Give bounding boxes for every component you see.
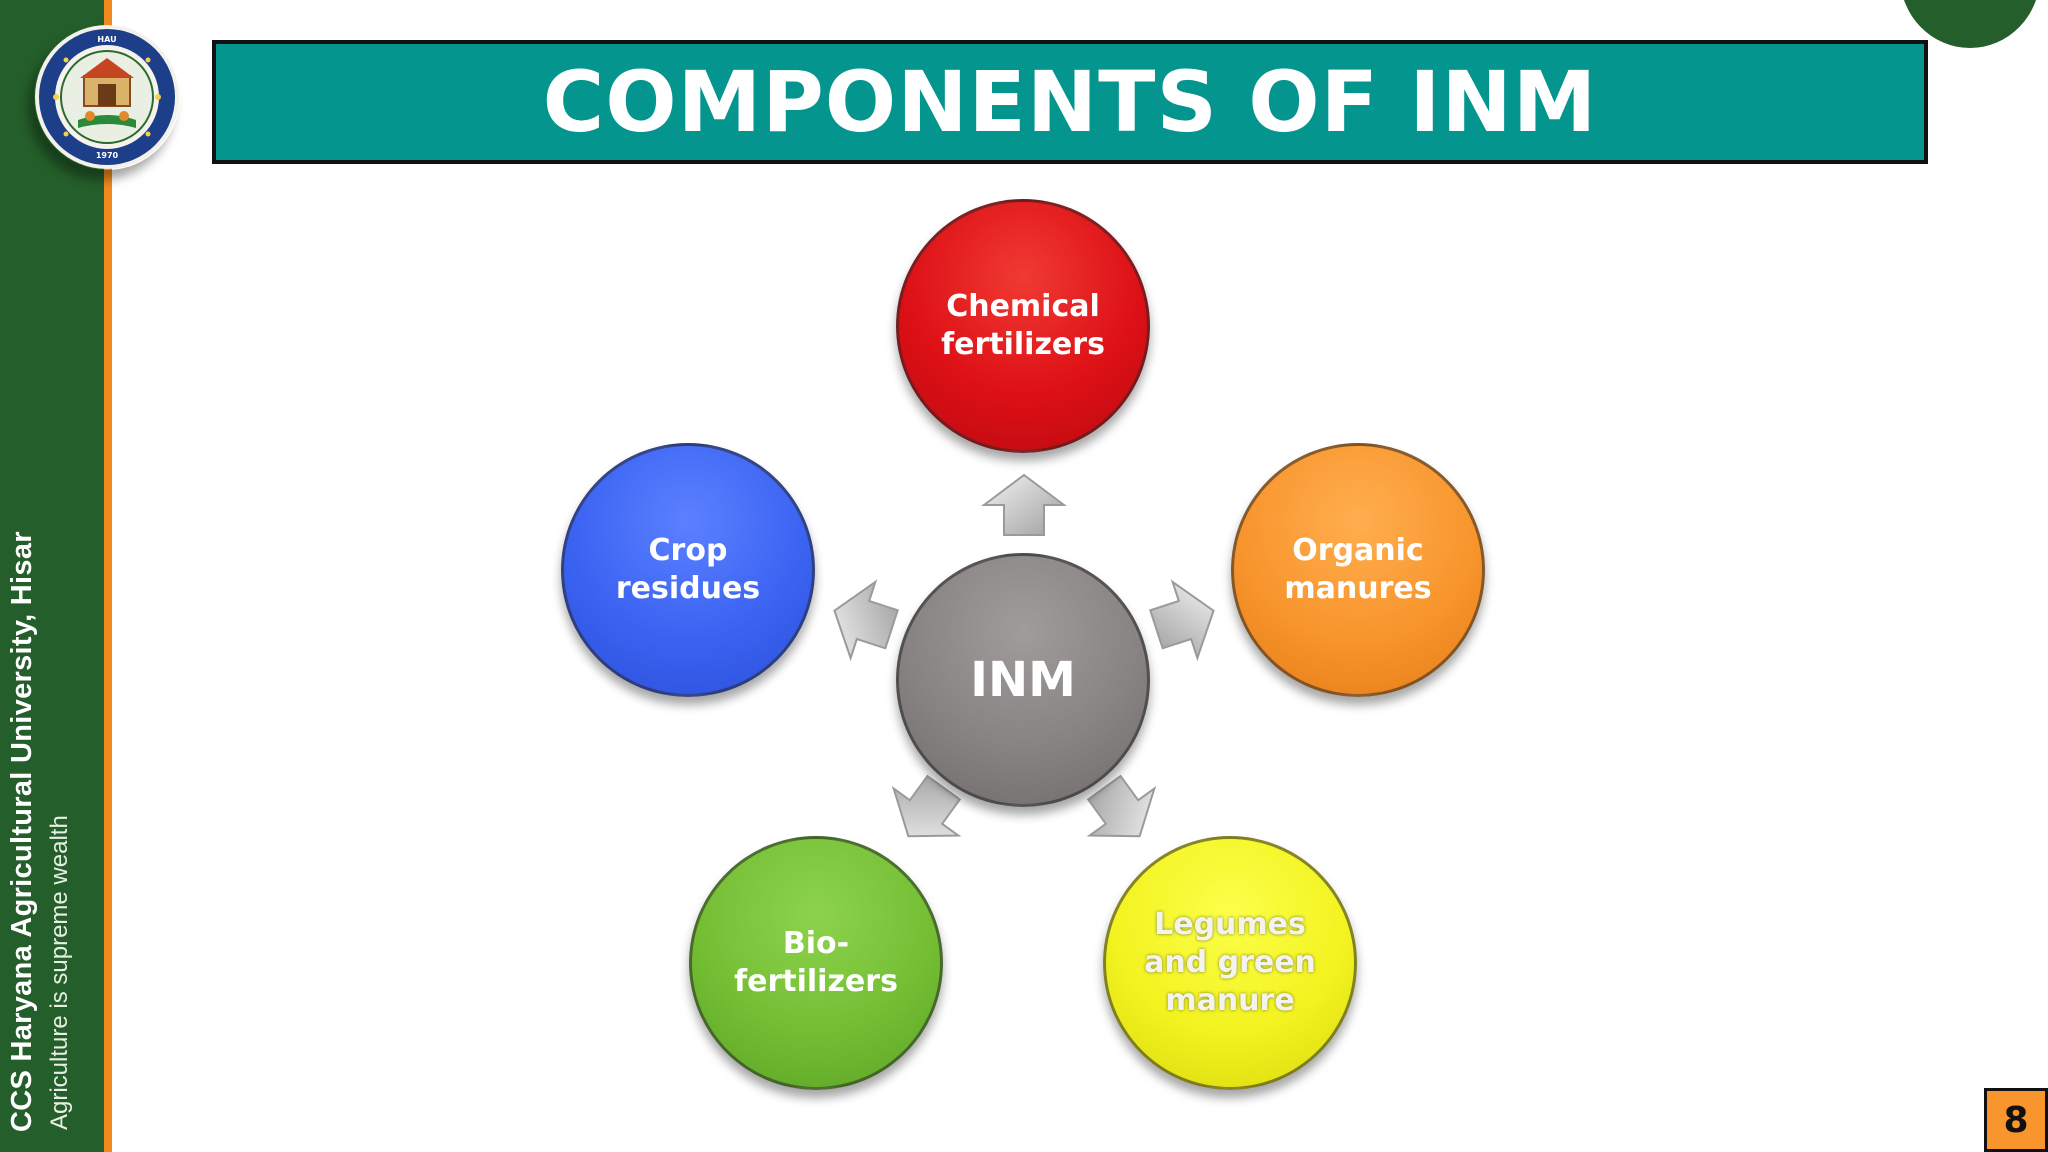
page-title: COMPONENTS OF INM bbox=[542, 53, 1598, 151]
node-bio-fertilizers: Bio- fertilizers bbox=[689, 836, 943, 1090]
university-logo: HAU 1970 bbox=[34, 24, 180, 170]
svg-text:HAU: HAU bbox=[97, 35, 116, 44]
node-label: Bio- fertilizers bbox=[734, 926, 898, 999]
logo-year: 1970 bbox=[96, 151, 119, 160]
arrow-to-crop-residues bbox=[821, 571, 905, 669]
sidebar bbox=[0, 0, 104, 1152]
node-legumes-and-green-manure: Legumes and green manure bbox=[1103, 836, 1357, 1090]
arrow-to-organic-manures bbox=[1143, 571, 1227, 669]
center-node-inm: INM bbox=[896, 553, 1150, 807]
center-node-label: INM bbox=[970, 652, 1076, 708]
university-seal-icon: HAU 1970 bbox=[35, 25, 179, 169]
sidebar-accent-stripe bbox=[104, 0, 112, 1152]
node-label: Organic manures bbox=[1284, 533, 1432, 606]
node-label: Legumes and green manure bbox=[1144, 907, 1316, 1018]
arrow-to-chemical-fertilizers bbox=[983, 474, 1065, 536]
node-label: Chemical fertilizers bbox=[941, 289, 1105, 362]
node-organic-manures: Organic manures bbox=[1231, 443, 1485, 697]
node-label: Crop residues bbox=[615, 533, 761, 606]
page-number-badge: 8 bbox=[1984, 1088, 2048, 1152]
title-banner: COMPONENTS OF INM bbox=[212, 40, 1928, 164]
node-crop-residues: Crop residues bbox=[561, 443, 815, 697]
node-chemical-fertilizers: Chemical fertilizers bbox=[896, 199, 1150, 453]
